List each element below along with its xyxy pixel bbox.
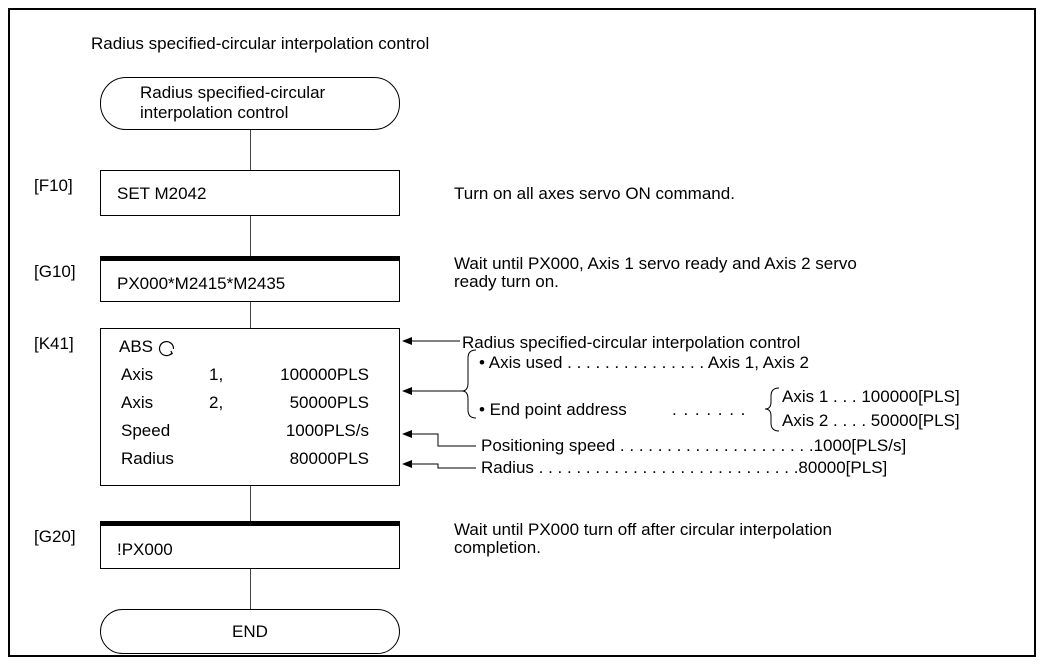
connector: [250, 302, 251, 328]
annotation-control: Radius specified-circular interpolation …: [462, 333, 801, 352]
step-comment-f10: Turn on all axes servo ON command.: [454, 184, 735, 203]
k41-row-num: 2,: [209, 393, 224, 412]
step-tag-g20: [G20]: [34, 527, 76, 546]
end-terminal: END: [100, 609, 400, 654]
step-tag-k41: [K41]: [34, 334, 74, 353]
k41-row-name: Radius: [121, 449, 174, 468]
annotation-axis-used: • Axis used . . . . . . . . . . . . . . …: [479, 353, 810, 372]
connector: [250, 216, 251, 256]
arrowhead: [402, 387, 412, 395]
step-box-g20: !PX000: [100, 521, 400, 569]
k41-instruction: ABS: [119, 337, 154, 356]
step-comment-g10-line1: Wait until PX000, Axis 1 servo ready and…: [454, 254, 857, 273]
connector: [250, 569, 251, 609]
diagram-title: Radius specified-circular interpolation …: [91, 34, 430, 53]
annotation-end-point-dots: . . . . . . .: [672, 400, 747, 419]
step-comment-g10-line2: ready turn on.: [454, 272, 559, 291]
k41-row-name: Axis: [121, 393, 154, 412]
k41-row-value: 80000PLS: [289, 449, 369, 468]
circular-arrow-icon: [158, 339, 176, 362]
k41-row-value: 50000PLS: [289, 393, 369, 412]
step-tag-g10: [G10]: [34, 262, 76, 281]
k41-row-num: 1,: [209, 365, 224, 384]
step-text-g10: PX000*M2415*M2435: [117, 274, 286, 293]
diagram-frame: [8, 8, 1036, 657]
arrowhead: [402, 337, 412, 345]
step-comment-g20-line2: completion.: [454, 538, 541, 557]
step-box-g10: PX000*M2415*M2435: [100, 256, 400, 302]
arrowhead: [402, 460, 412, 468]
k41-row-value: 1000PLS/s: [285, 421, 369, 440]
connector: [250, 130, 251, 170]
k41-row-name: Speed: [121, 421, 171, 440]
annotation-end-point: • End point address: [479, 400, 627, 419]
annotation-axis1: Axis 1 . . . 100000[PLS]: [782, 387, 960, 406]
brace-left: [461, 349, 477, 419]
start-label-line1: Radius specified-circular: [140, 83, 326, 102]
annotation-radius: Radius . . . . . . . . . . . . . . . . .…: [481, 458, 888, 477]
annotation-axis2: Axis 2 . . . . 50000[PLS]: [782, 411, 960, 430]
step-comment-g20-line1: Wait until PX000 turn off after circular…: [454, 520, 832, 539]
k41-row-name: Axis: [121, 365, 154, 384]
leader-line: [410, 463, 476, 469]
k41-row-value: 100000PLS: [280, 365, 369, 384]
brace-right: [764, 387, 780, 432]
annotation-speed: Positioning speed . . . . . . . . . . . …: [481, 436, 907, 455]
leader-line: [410, 433, 476, 447]
end-label: END: [232, 622, 268, 641]
connector: [250, 486, 251, 521]
step-text-f10: SET M2042: [117, 184, 207, 203]
step-tag-f10: [F10]: [34, 176, 73, 195]
step-text-g20: !PX000: [117, 540, 173, 559]
step-box-k41: ABS Axis 1, 100000PLS Axis 2, 50000PLS S…: [100, 328, 400, 486]
start-label-line2: interpolation control: [140, 103, 289, 122]
arrowhead: [402, 430, 412, 438]
step-box-f10: SET M2042: [100, 170, 400, 216]
start-terminal: Radius specified-circular interpolation …: [100, 77, 400, 130]
